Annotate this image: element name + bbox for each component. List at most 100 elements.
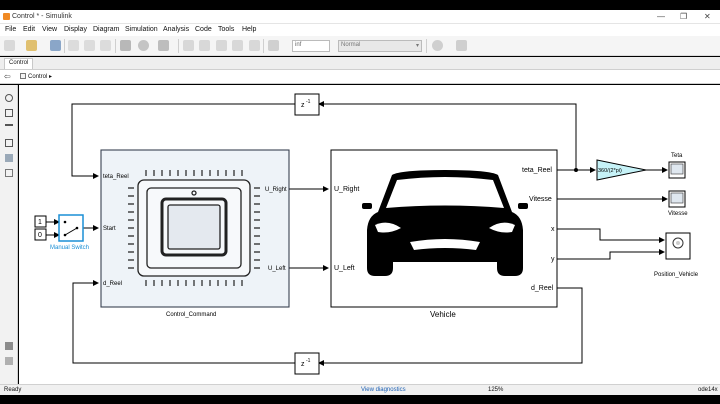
build-icon[interactable] — [456, 40, 467, 51]
block-diagram: z -1 z -1 1 0 Manual Switch — [34, 93, 699, 375]
close-button[interactable]: ✕ — [704, 12, 711, 21]
model-advisor-icon[interactable] — [432, 40, 443, 51]
up-arrow-icon[interactable] — [100, 40, 111, 51]
run-icon[interactable] — [216, 40, 227, 51]
image-icon[interactable] — [5, 154, 13, 162]
zoom-level: 125% — [488, 387, 504, 393]
scope-vitesse-label: Vitesse — [668, 211, 688, 217]
fit-view-icon[interactable] — [5, 109, 13, 117]
step-back-icon[interactable] — [183, 40, 194, 51]
annotation-icon[interactable] — [5, 139, 13, 147]
maximize-button[interactable]: ❐ — [680, 12, 688, 21]
port-d-reel-out: d_Reel — [531, 285, 554, 292]
zoom-icon[interactable] — [5, 94, 13, 102]
port-vitesse-out: Vitesse — [529, 196, 552, 203]
stop-icon[interactable] — [249, 40, 260, 51]
library-browser-icon[interactable] — [120, 40, 131, 51]
back-arrow-icon[interactable] — [68, 40, 79, 51]
step-forward-icon[interactable] — [232, 40, 243, 51]
port-teta-reel-in: teta_Reel — [103, 174, 129, 180]
collapse-icon[interactable] — [5, 357, 13, 365]
menu-edit[interactable]: Edit — [23, 26, 36, 33]
arrows-icon[interactable] — [5, 124, 13, 128]
port-u-left-out: U_Left — [268, 266, 286, 272]
constant-1[interactable]: 1 — [34, 215, 47, 228]
tab-bar: Control — [0, 57, 720, 69]
breadcrumb[interactable]: Control ▸ — [28, 74, 53, 80]
area-icon[interactable] — [5, 169, 13, 177]
unit-delay-bottom[interactable]: z -1 — [294, 352, 320, 375]
menu-help[interactable]: Help — [242, 26, 257, 33]
model-explorer-icon[interactable] — [158, 40, 169, 51]
menu-diagram[interactable]: Diagram — [93, 26, 120, 33]
port-u-left-in: U_Left — [334, 265, 355, 272]
model-icon — [20, 73, 26, 79]
xy-graph-position[interactable]: Position_Vehicle — [654, 232, 699, 278]
menu-file[interactable]: File — [5, 26, 17, 33]
simulation-mode-value: Normal — [341, 42, 361, 48]
menu-bar: File Edit View Display Diagram Simulatio… — [0, 24, 720, 36]
manual-switch[interactable]: Manual Switch — [50, 214, 89, 251]
forward-arrow-icon[interactable] — [84, 40, 95, 51]
model-browser-icon[interactable] — [5, 342, 13, 350]
svg-text:z: z — [301, 361, 305, 368]
svg-text:-1: -1 — [306, 99, 311, 105]
scope-teta[interactable]: Teta — [668, 153, 686, 179]
status-text: Ready — [4, 387, 22, 393]
back-arrow-icon[interactable]: ⇦ — [4, 72, 11, 81]
open-folder-icon[interactable] — [26, 40, 37, 51]
new-model-icon[interactable] — [4, 40, 15, 51]
scope-icon[interactable] — [268, 40, 279, 51]
port-y-out: y — [551, 256, 555, 263]
solver-name[interactable]: ode14x — [698, 387, 718, 393]
palette-sidebar — [0, 85, 18, 384]
menu-code[interactable]: Code — [195, 26, 212, 33]
menu-view[interactable]: View — [42, 26, 58, 33]
manual-switch-label: Manual Switch — [50, 245, 89, 251]
svg-text:360/(2*pi): 360/(2*pi) — [598, 168, 622, 174]
model-config-icon[interactable] — [138, 40, 149, 51]
record-icon[interactable] — [199, 40, 210, 51]
scope-teta-label: Teta — [671, 153, 683, 159]
port-u-right-out: U_Right — [265, 187, 287, 193]
port-d-reel-in: d_Reel — [103, 281, 122, 287]
svg-text:1: 1 — [38, 219, 42, 226]
unit-delay-top[interactable]: z -1 — [294, 93, 320, 116]
car-illustration — [362, 170, 528, 276]
view-diagnostics-link[interactable]: View diagnostics — [361, 387, 406, 393]
signal-lines — [46, 101, 668, 366]
gain-block[interactable]: 360/(2*pi) — [596, 159, 647, 181]
chevron-down-icon: ▾ — [415, 43, 419, 49]
port-u-right-in: U_Right — [334, 186, 359, 193]
vehicle-block[interactable]: U_Right U_Left teta_Reel Vitesse x y d_R… — [330, 149, 558, 319]
vehicle-label: Vehicle — [430, 310, 456, 319]
title-bar: Control * - Simulink — ❐ ✕ — [0, 10, 720, 24]
menu-tools[interactable]: Tools — [218, 26, 235, 33]
svg-text:-1: -1 — [306, 358, 311, 364]
stop-time-input[interactable]: inf — [292, 40, 330, 52]
port-teta-reel-out: teta_Reel — [522, 167, 552, 174]
control-command-block[interactable]: teta_Reel Start d_Reel U_Right U_Left Co… — [100, 149, 290, 318]
window-title: Control * - Simulink — [12, 13, 72, 20]
simulink-app-icon — [3, 13, 10, 20]
svg-text:z: z — [301, 102, 305, 109]
svg-text:0: 0 — [38, 232, 42, 239]
control-command-label: Control_Command — [166, 312, 216, 318]
save-icon[interactable] — [50, 40, 61, 51]
scope-position-label: Position_Vehicle — [654, 272, 699, 278]
chip-illustration — [128, 170, 260, 286]
scope-vitesse[interactable]: Vitesse — [668, 190, 688, 217]
constant-0[interactable]: 0 — [34, 228, 47, 241]
menu-analysis[interactable]: Analysis — [163, 26, 190, 33]
status-bar: Ready View diagnostics 125% ode14x — [0, 384, 720, 395]
minimize-button[interactable]: — — [657, 12, 665, 21]
port-x-out: x — [551, 226, 555, 233]
port-start: Start — [103, 226, 116, 232]
tab-control[interactable]: Control — [4, 58, 34, 69]
diagram-canvas[interactable]: z -1 z -1 1 0 Manual Switch — [19, 85, 720, 384]
menu-simulation[interactable]: Simulation — [125, 26, 158, 33]
simulation-mode-select[interactable]: Normal ▾ — [338, 40, 422, 52]
menu-display[interactable]: Display — [64, 26, 87, 33]
breadcrumb-bar: ⇦ Control ▸ — [0, 69, 720, 84]
toolbar: inf Normal ▾ — [0, 36, 720, 56]
